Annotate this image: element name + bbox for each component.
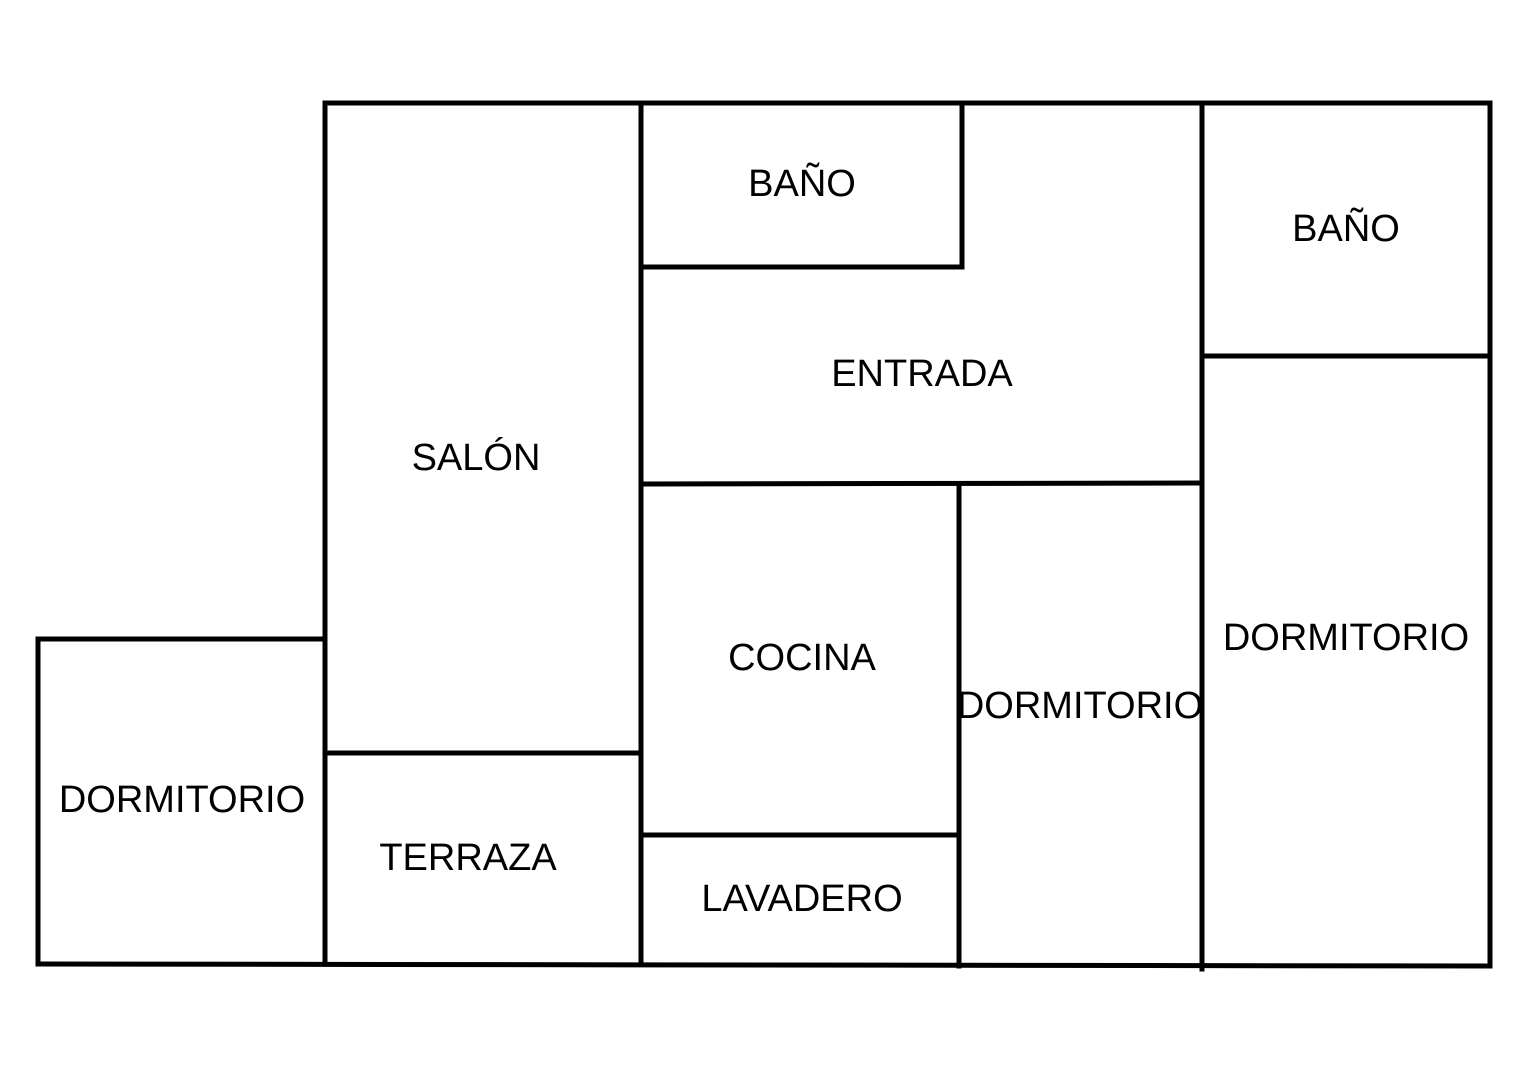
- room-label-bano-1: BAÑO: [748, 162, 856, 205]
- room-label-dormitorio-left: DORMITORIO: [59, 779, 305, 821]
- wall-bottom: [35, 961, 1493, 969]
- wall-entrada-bottom: [638, 480, 1205, 487]
- room-label-cocina: COCINA: [728, 637, 876, 679]
- room-label-bano-2: BAÑO: [1292, 207, 1400, 250]
- room-label-entrada: ENTRADA: [831, 353, 1013, 395]
- room-label-lavadero: LAVADERO: [701, 878, 902, 920]
- room-label-dormitorio-right: DORMITORIO: [1223, 617, 1469, 659]
- room-label-salon: SALÓN: [412, 436, 541, 479]
- walls: [35, 100, 1493, 972]
- room-label-terraza: TERRAZA: [379, 837, 557, 879]
- room-labels: BAÑO BAÑO ENTRADA SALÓN COCINA DORMITORI…: [59, 162, 1469, 920]
- room-label-dormitorio-center: DORMITORIO: [957, 685, 1203, 727]
